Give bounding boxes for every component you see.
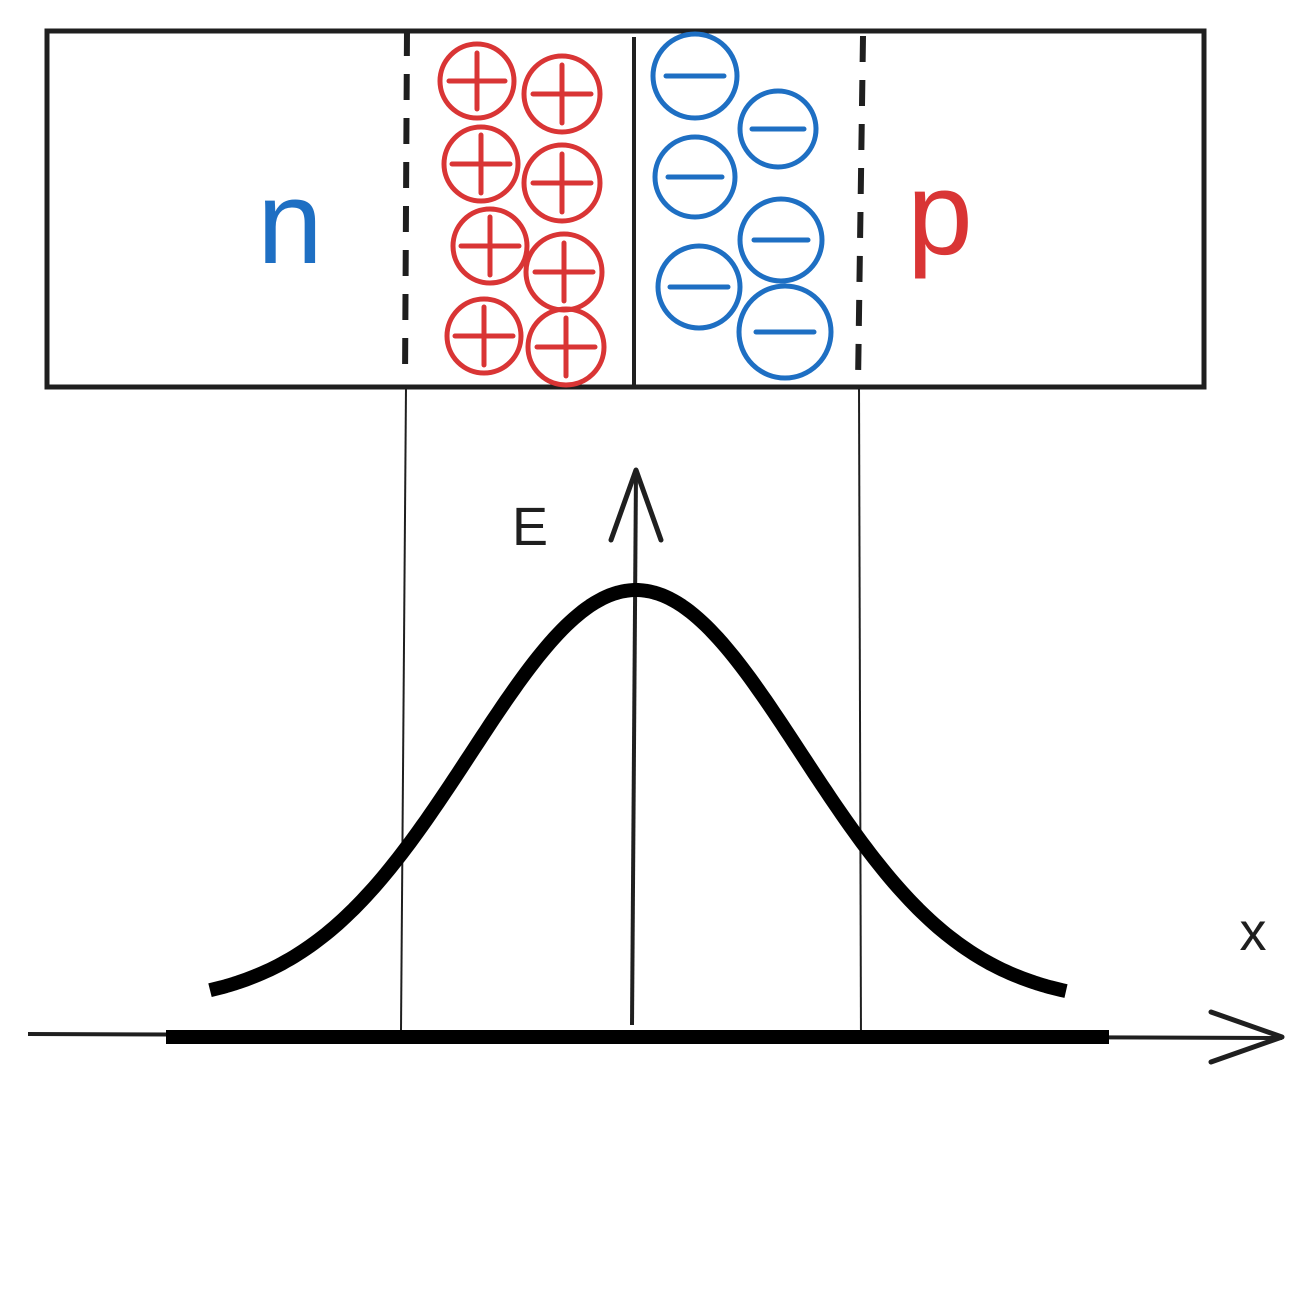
y-axis-line bbox=[630, 469, 638, 1026]
positive-ion bbox=[450, 206, 530, 286]
negative-ion bbox=[737, 88, 819, 170]
negative-ion bbox=[652, 134, 738, 220]
y-axis-arrowhead bbox=[608, 467, 664, 543]
positive-ion bbox=[441, 124, 521, 204]
semiconductor-block bbox=[44, 28, 1207, 390]
negative-ion bbox=[655, 243, 743, 331]
positive-ions bbox=[437, 41, 607, 388]
negative-ions bbox=[650, 31, 834, 381]
positive-ion bbox=[437, 41, 517, 121]
positive-ion bbox=[444, 296, 524, 376]
y-axis-label: E bbox=[512, 497, 548, 557]
positive-ion bbox=[523, 231, 605, 313]
x-axis-arrowhead bbox=[1208, 1009, 1285, 1065]
negative-ion bbox=[650, 31, 740, 121]
projection-line-right bbox=[858, 386, 862, 1044]
projection-line-left bbox=[400, 386, 407, 1031]
depletion-boundary-right bbox=[855, 35, 866, 385]
x-axis-label: x bbox=[1240, 902, 1267, 962]
depletion-boundary-left bbox=[402, 29, 410, 383]
negative-ion bbox=[737, 196, 825, 284]
positive-ion bbox=[521, 142, 603, 224]
electric-field-curve bbox=[207, 583, 1069, 998]
negative-ion bbox=[736, 283, 834, 381]
positive-ion bbox=[525, 306, 607, 388]
positive-ion bbox=[521, 53, 603, 135]
p-region-label: p bbox=[907, 148, 973, 280]
n-region-label: n bbox=[257, 157, 323, 289]
